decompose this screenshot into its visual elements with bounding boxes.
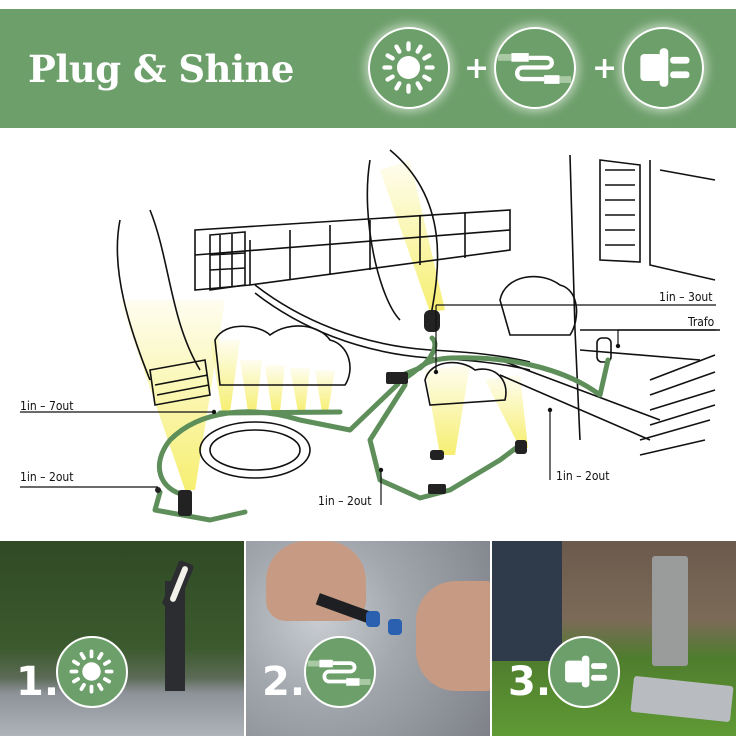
step-3-badge [548, 636, 620, 708]
label-trafo: Trafo [688, 315, 715, 329]
plug-icon [640, 48, 690, 87]
label-1in-2out-left: 1in – 2out [20, 470, 74, 484]
step-number-2: 2. [262, 659, 306, 705]
garden-illustration [20, 149, 720, 523]
page-title: Plug & Shine [28, 47, 294, 91]
step-number-3: 3. [508, 659, 552, 705]
step-photos: 1. 2. [0, 541, 736, 736]
plus-sign: + [464, 51, 490, 86]
cable-step-badge [494, 27, 576, 109]
person-leg [492, 541, 562, 661]
sun-icon [69, 649, 114, 694]
step-1-badge [56, 636, 128, 708]
label-1in-2out-right: 1in – 2out [556, 469, 610, 483]
plug-step-badge [622, 27, 704, 109]
plug-icon [565, 655, 607, 688]
light-post [165, 581, 185, 691]
cable-icon [307, 659, 371, 686]
plus-sign: + [592, 51, 618, 86]
sun-icon [382, 41, 435, 94]
photo-connecting-cable: 2. [246, 541, 490, 736]
garden-wiring-diagram: 1in – 3out Trafo 1in – 7out 1in – 2out 1… [0, 130, 736, 540]
transformer [630, 675, 734, 723]
photo-plug-outlet: 3. [492, 541, 736, 736]
header-banner: Plug & Shine + + [0, 9, 736, 128]
hand-right [416, 581, 490, 691]
label-1in-7out: 1in – 7out [20, 399, 74, 413]
photo-garden-light: 1. [0, 541, 244, 736]
step-number-1: 1. [16, 659, 60, 705]
step-2-badge [304, 636, 376, 708]
sun-step-badge [368, 27, 450, 109]
label-1in-3out: 1in – 3out [659, 290, 713, 304]
cable-icon [497, 53, 572, 84]
label-1in-2out-center: 1in – 2out [318, 494, 372, 508]
outdoor-socket [652, 556, 688, 666]
